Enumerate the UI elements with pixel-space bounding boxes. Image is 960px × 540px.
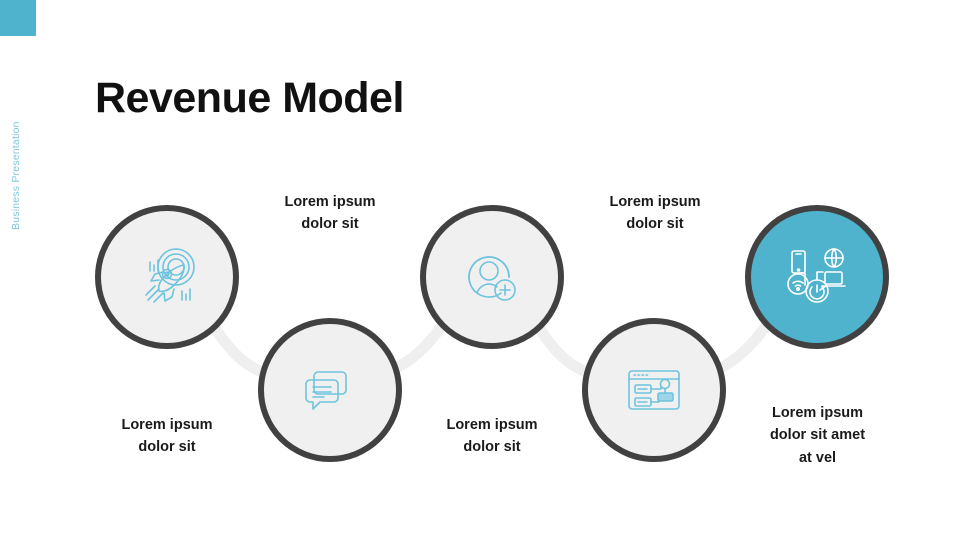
node-3-disc[interactable] [420,205,564,349]
chat-bubbles-icon [305,371,347,410]
node-circle-4[interactable] [582,318,726,462]
add-user-icon [468,256,516,301]
sitemap-browser-icon [628,370,680,410]
node-2-disc[interactable] [258,318,402,462]
node-4-disc[interactable] [582,318,726,462]
rocket-target-icon [145,248,195,303]
node-5-label: Lorem ipsum dolor sit amet at vel [769,405,866,466]
node-4-label: Lorem ipsum dolor sit [609,194,701,233]
iot-devices-icon [787,248,846,303]
node-circle-1[interactable] [95,205,239,349]
node-2-label: Lorem ipsum dolor sit [284,194,376,233]
accent-block [0,0,36,36]
node-3-label: Lorem ipsum dolor sit [446,417,538,456]
node-1-label: Lorem ipsum dolor sit [121,417,213,456]
node-5-disc[interactable] [745,205,889,349]
page-title: Revenue Model [95,74,404,122]
node-circle-3[interactable] [420,205,564,349]
node-circle-2[interactable] [258,318,402,462]
node-circle-5[interactable] [745,205,889,349]
node-1-disc[interactable] [95,205,239,349]
